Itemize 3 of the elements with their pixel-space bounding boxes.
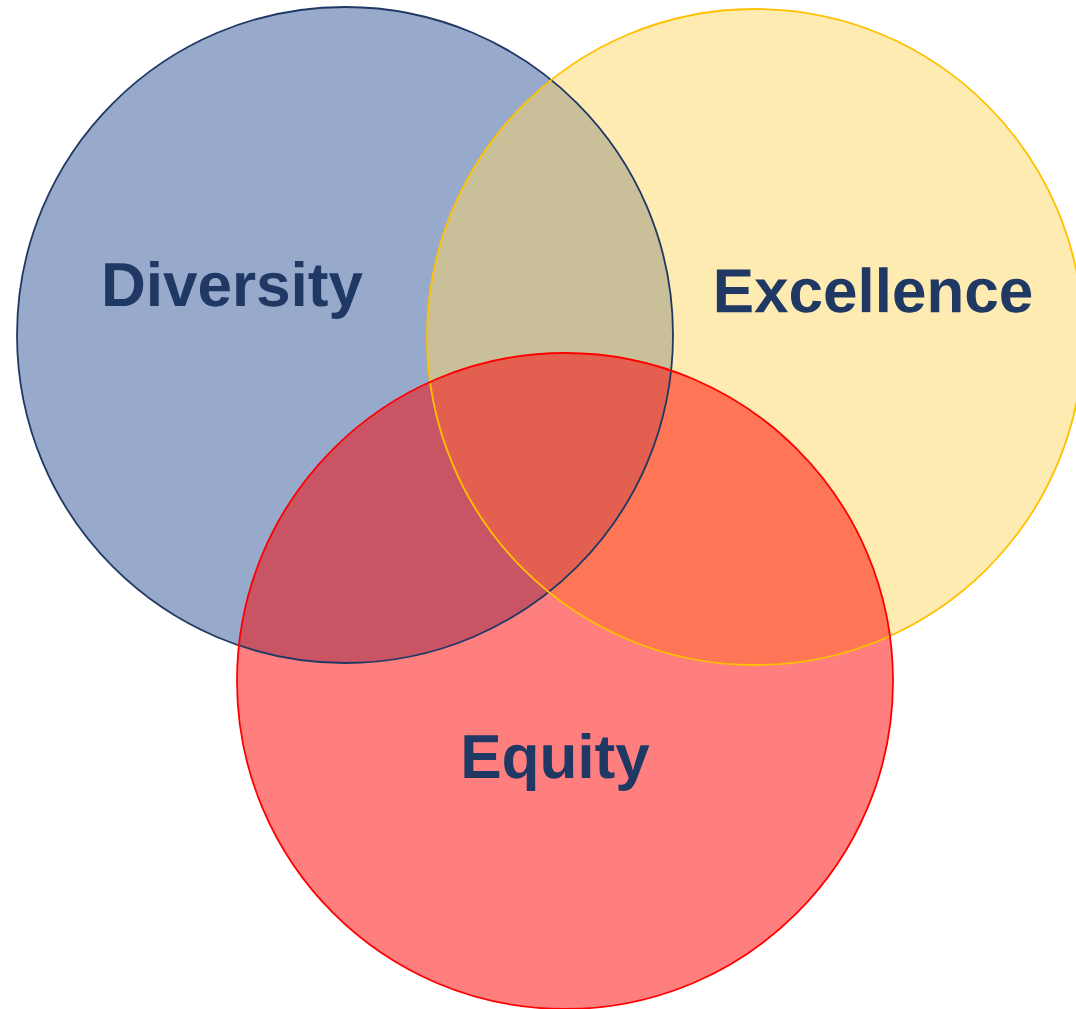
circle-label: Excellence — [716, 267, 1032, 313]
circle-label: Diversity — [105, 261, 363, 319]
circle-label: Equity — [464, 733, 650, 791]
